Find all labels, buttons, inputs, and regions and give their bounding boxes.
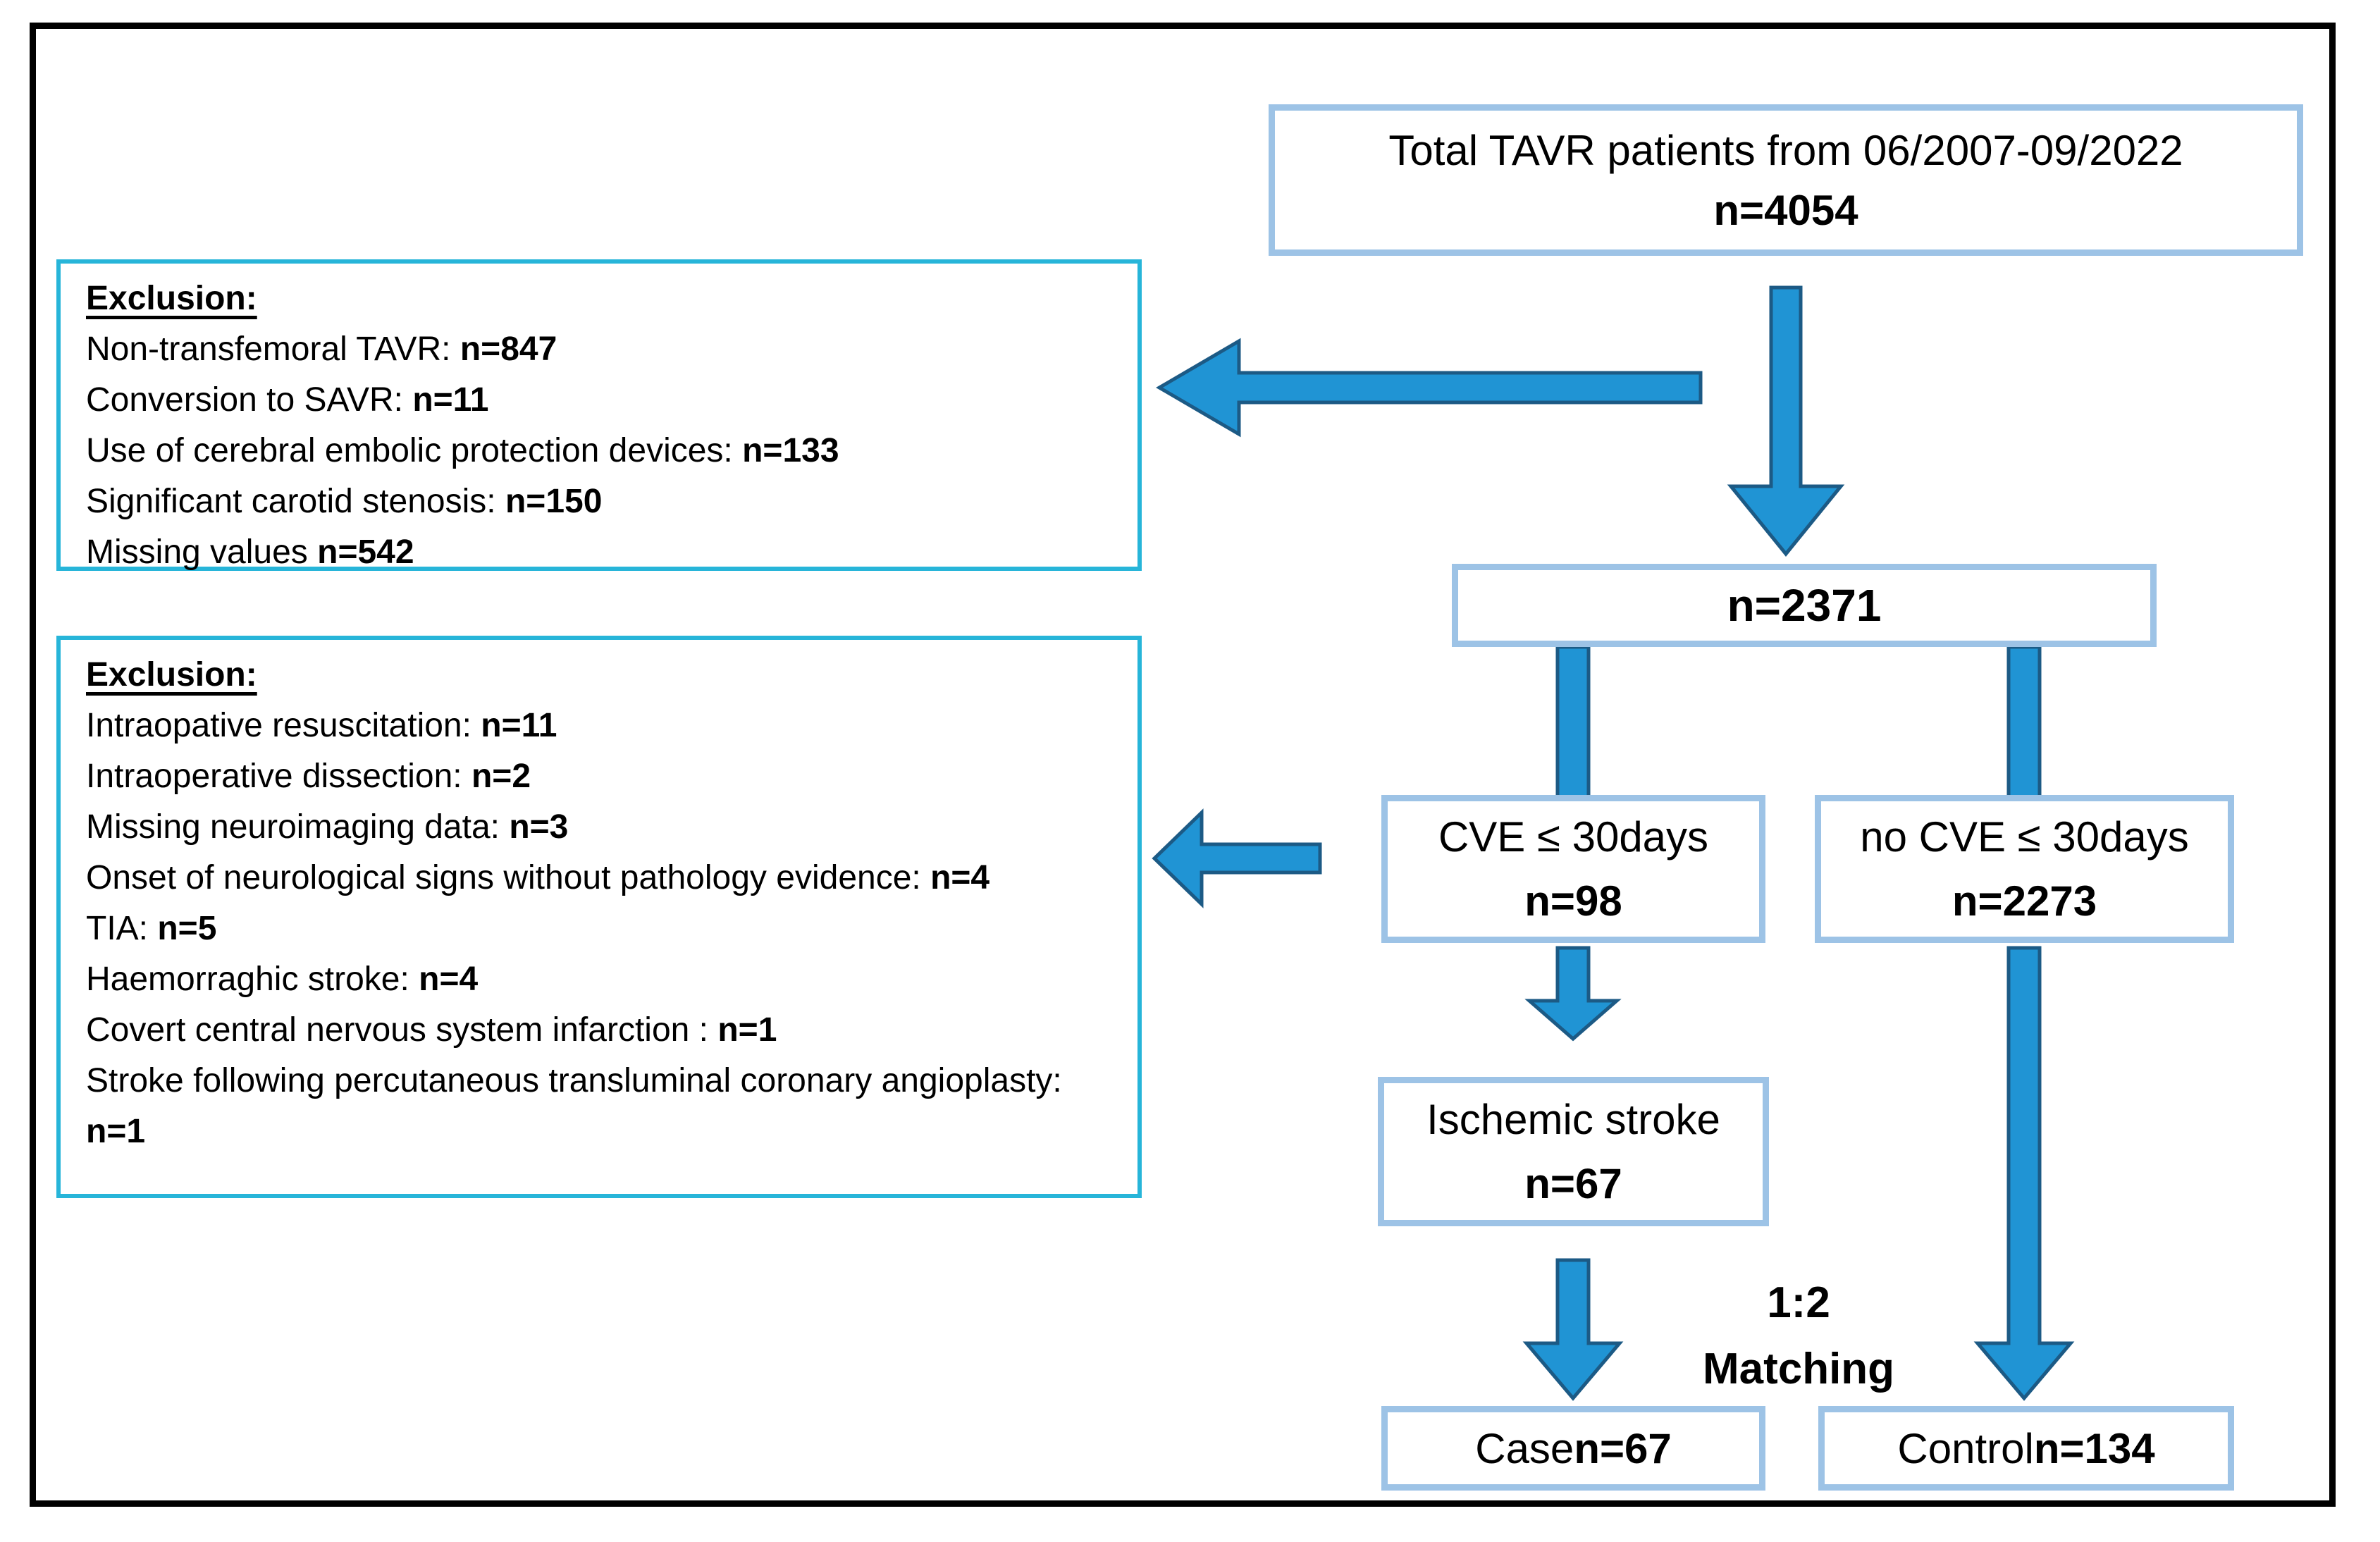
ischemic-stroke-box: Ischemic stroke n=67	[1378, 1077, 1769, 1226]
exclusion-1-item-count: n=11	[412, 381, 489, 419]
total-patients-count: n=4054	[1713, 186, 1858, 234]
exclusion-2-item-label: TIA:	[86, 910, 158, 947]
no-cve-label: no CVE ≤ 30days	[1860, 813, 2189, 861]
pool-count: n=2371	[1727, 580, 1882, 631]
exclusion-1-item: Conversion to SAVR: n=11	[86, 375, 1125, 426]
exclusion-2-item-count: n=5	[157, 910, 217, 947]
exclusion-2-item: Intraopative resuscitation: n=11	[86, 701, 1125, 751]
exclusion-2-item-label: Missing neuroimaging data:	[86, 808, 510, 846]
exclusion-1-item-label: Use of cerebral embolic protection devic…	[86, 432, 743, 469]
exclusion-2-item-label: Stroke following percutaneous translumin…	[86, 1062, 1062, 1099]
exclusion-1-item-label: Conversion to SAVR:	[86, 381, 413, 419]
case-label: Case	[1475, 1424, 1574, 1472]
exclusion-2-item: Onset of neurological signs without path…	[86, 853, 1125, 903]
exclusion-2-item-count: n=11	[481, 707, 557, 744]
exclusion-2-item: Intraoperative dissection: n=2	[86, 751, 1125, 802]
exclusion-2-item-label: Intraoperative dissection:	[86, 758, 471, 795]
control-count: n=134	[2033, 1424, 2155, 1472]
matching-annotation: 1:2 Matching	[1658, 1270, 1940, 1402]
exclusion-2-item-count: n=4	[419, 961, 479, 998]
matching-label: Matching	[1702, 1345, 1895, 1393]
diagram-frame	[30, 23, 2336, 1507]
exclusion-2-item: Covert central nervous system infarction…	[86, 1005, 1125, 1056]
total-patients-label: Total TAVR patients from 06/2007-09/2022	[1388, 126, 2183, 174]
exclusion-1-item: Missing values n=542	[86, 527, 1125, 578]
exclusion-1-item: Use of cerebral embolic protection devic…	[86, 426, 1125, 476]
exclusion-2-item-count: n=1	[717, 1011, 777, 1049]
case-box: Case n=67	[1381, 1406, 1765, 1491]
exclusion-1-item-count: n=150	[505, 483, 603, 520]
pool-box: n=2371	[1452, 564, 2157, 647]
exclusion-1-item-label: Non-transfemoral TAVR:	[86, 331, 460, 368]
exclusion-2-item-count: n=4	[930, 859, 990, 896]
exclusion-2-item-label: Haemorraghic stroke:	[86, 961, 419, 998]
exclusion-2-item: Stroke following percutaneous translumin…	[86, 1056, 1125, 1157]
exclusion-1-item: Non-transfemoral TAVR: n=847	[86, 324, 1125, 375]
exclusion-1-item-label: Significant carotid stenosis:	[86, 483, 505, 520]
exclusion-1-heading: Exclusion:	[86, 280, 257, 317]
exclusion-box-1: Exclusion: Non-transfemoral TAVR: n=847 …	[56, 259, 1142, 571]
exclusion-2-item: Haemorraghic stroke: n=4	[86, 954, 1125, 1005]
no-cve-count: n=2273	[1952, 877, 2097, 925]
exclusion-2-item-count: n=2	[471, 758, 531, 795]
exclusion-2-heading: Exclusion:	[86, 656, 257, 693]
exclusion-2-item-label: Intraopative resuscitation:	[86, 707, 481, 744]
exclusion-2-item: Missing neuroimaging data: n=3	[86, 802, 1125, 853]
matching-ratio: 1:2	[1767, 1278, 1830, 1327]
case-count: n=67	[1574, 1424, 1672, 1472]
exclusion-1-item: Significant carotid stenosis: n=150	[86, 476, 1125, 527]
exclusion-1-item-count: n=133	[742, 432, 839, 469]
exclusion-1-item-label: Missing values	[86, 533, 318, 571]
exclusion-1-item-count: n=847	[460, 331, 557, 368]
exclusion-box-2: Exclusion: Intraopative resuscitation: n…	[56, 636, 1142, 1198]
control-box: Control n=134	[1818, 1406, 2234, 1491]
exclusion-2-item-label: Covert central nervous system infarction…	[86, 1011, 718, 1049]
total-patients-box: Total TAVR patients from 06/2007-09/2022…	[1269, 104, 2303, 256]
no-cve-box: no CVE ≤ 30days n=2273	[1815, 795, 2234, 943]
exclusion-2-item: TIA: n=5	[86, 903, 1125, 954]
ischemic-stroke-count: n=67	[1524, 1160, 1622, 1207]
exclusion-2-item-count: n=3	[509, 808, 569, 846]
control-label: Control	[1897, 1424, 2034, 1472]
cve-count: n=98	[1524, 877, 1622, 925]
cve-box: CVE ≤ 30days n=98	[1381, 795, 1765, 943]
cve-label: CVE ≤ 30days	[1438, 813, 1709, 861]
exclusion-2-item-label: Onset of neurological signs without path…	[86, 859, 931, 896]
exclusion-2-item-count: n=1	[86, 1113, 146, 1150]
exclusion-1-item-count: n=542	[317, 533, 414, 571]
ischemic-stroke-label: Ischemic stroke	[1426, 1096, 1720, 1143]
